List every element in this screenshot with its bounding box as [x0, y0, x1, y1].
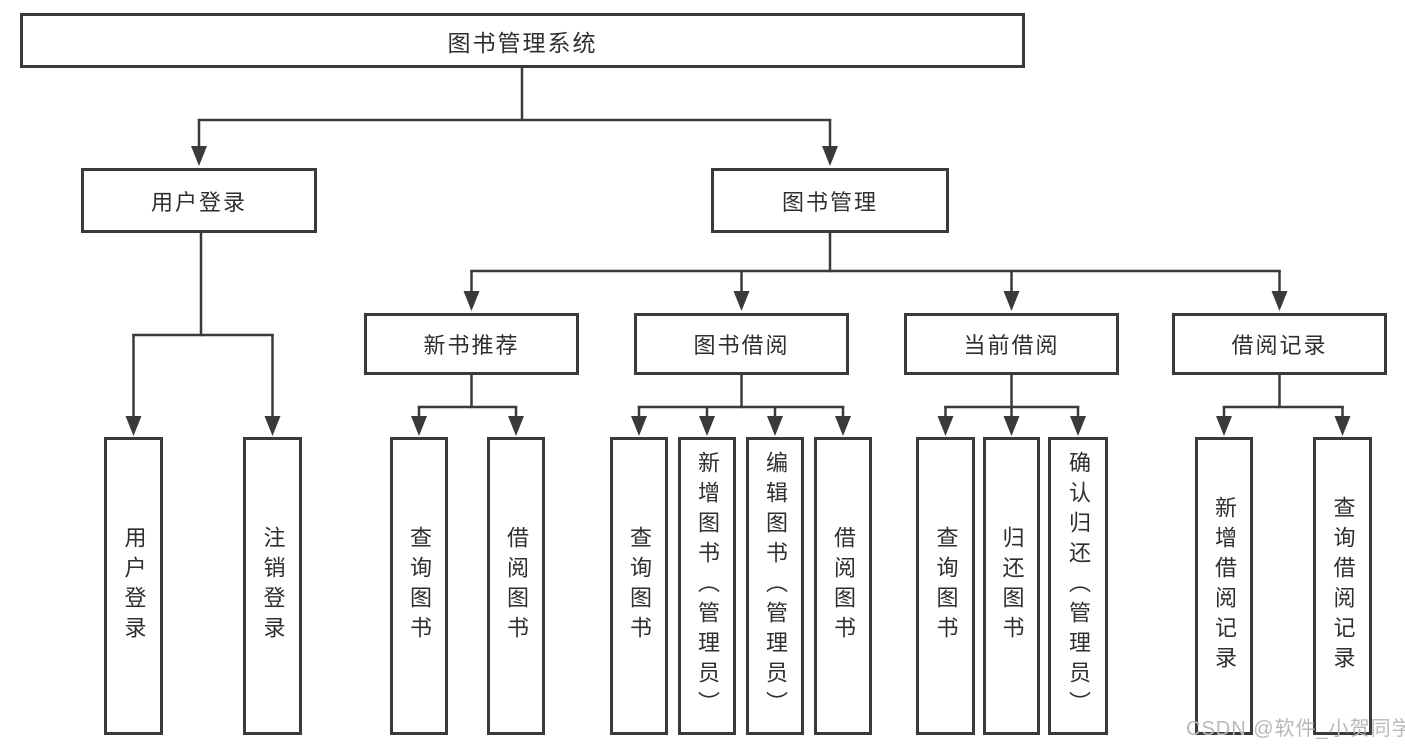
- node-root-system: 图书管理系统: [20, 13, 1025, 68]
- node-book-borrow: 图书借阅: [634, 313, 849, 375]
- leaf-user-login: 用户登录: [104, 437, 163, 735]
- node-user-login: 用户登录: [81, 168, 317, 233]
- leaf-logout: 注销登录: [243, 437, 302, 735]
- node-new-book-recommend: 新书推荐: [364, 313, 579, 375]
- leaf-query-book-1: 查询图书: [390, 437, 448, 735]
- leaf-edit-book-admin: 编辑图书（管理员）: [746, 437, 804, 735]
- leaf-confirm-return-admin: 确认归还（管理员）: [1048, 437, 1108, 735]
- leaf-borrow-book-2: 借阅图书: [814, 437, 872, 735]
- csdn-watermark: CSDN @软件_小贺同学: [1186, 718, 1405, 740]
- leaf-add-book-admin: 新增图书（管理员）: [678, 437, 736, 735]
- leaf-query-borrow-record: 查询借阅记录: [1313, 437, 1372, 735]
- leaf-add-borrow-record: 新增借阅记录: [1195, 437, 1253, 735]
- node-borrow-records: 借阅记录: [1172, 313, 1387, 375]
- node-book-management: 图书管理: [711, 168, 949, 233]
- node-current-borrow: 当前借阅: [904, 313, 1119, 375]
- leaf-query-book-2: 查询图书: [610, 437, 668, 735]
- leaf-query-book-3: 查询图书: [916, 437, 975, 735]
- leaf-borrow-book-1: 借阅图书: [487, 437, 545, 735]
- leaf-return-book: 归还图书: [983, 437, 1040, 735]
